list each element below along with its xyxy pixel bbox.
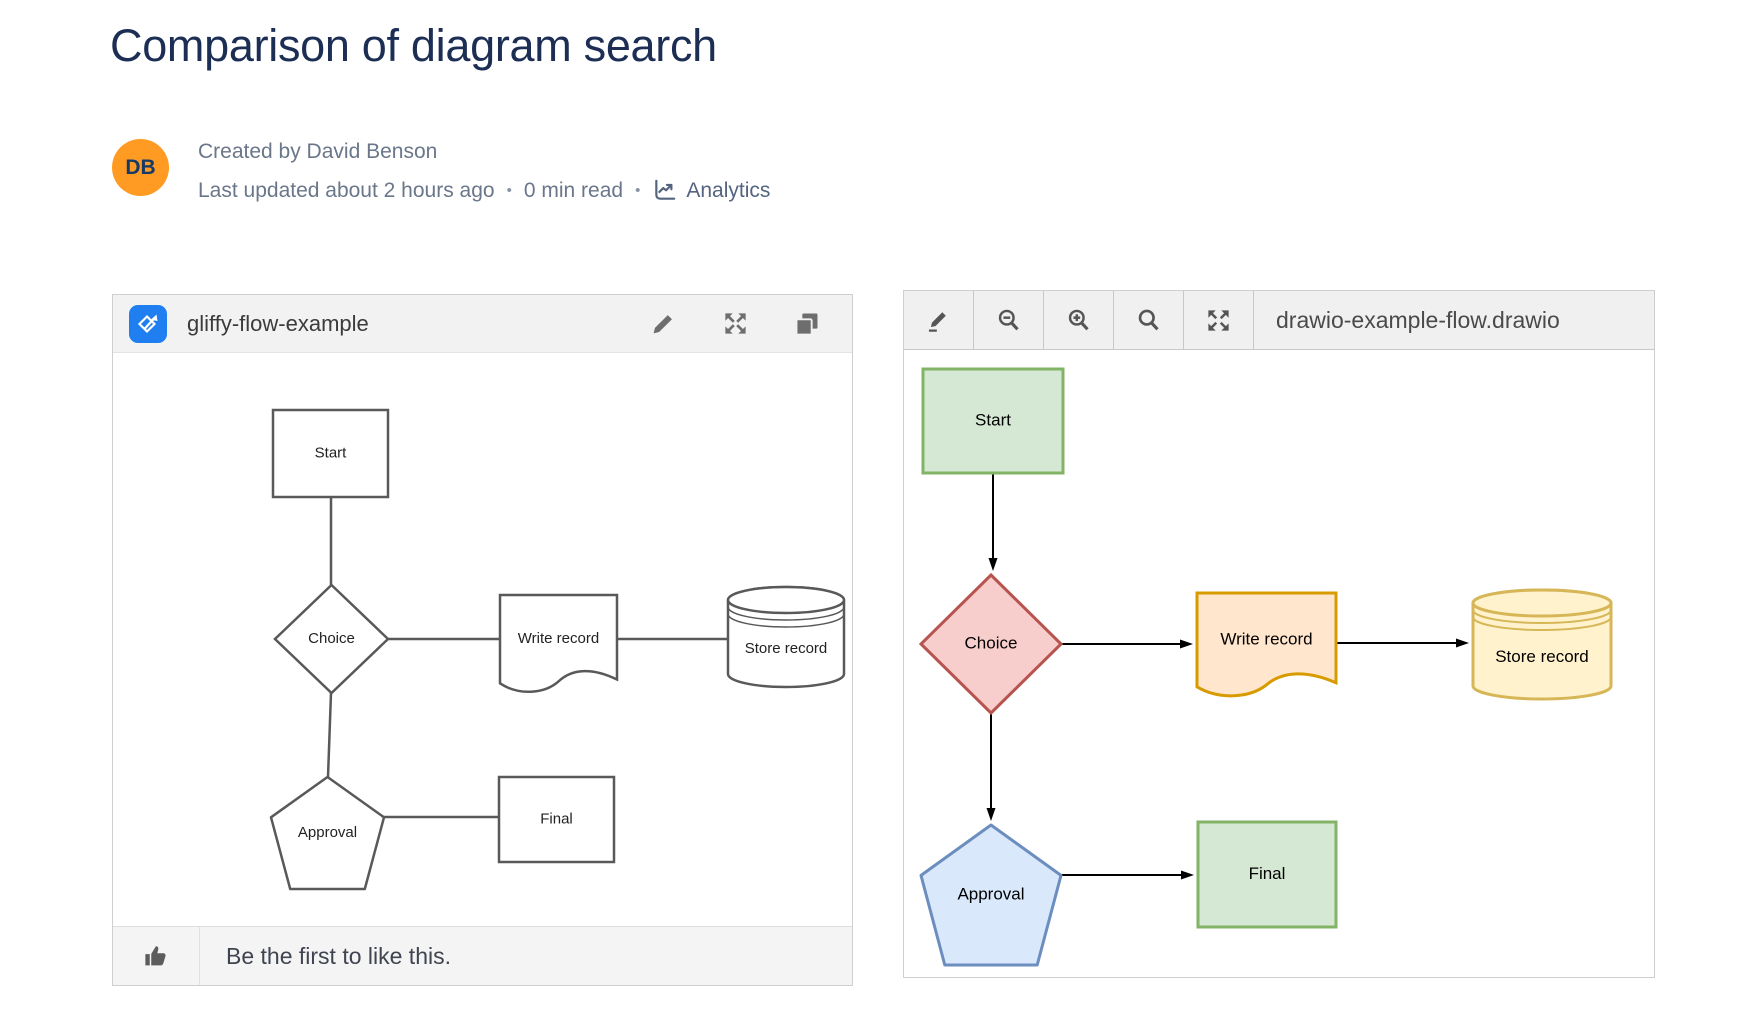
node-start [921, 367, 1065, 475]
gliffy-diagram-title: gliffy-flow-example [187, 310, 369, 336]
node-choice [273, 583, 390, 695]
edit-pencil-icon[interactable] [648, 309, 678, 339]
node-label: Start [315, 444, 348, 461]
read-time-text: 0 min read [523, 178, 624, 202]
node-label: Write record [518, 630, 599, 647]
node-label: Final [1249, 864, 1286, 883]
node-label: Approval [298, 824, 357, 841]
last-updated-text: Last updated about 2 hours ago [198, 178, 495, 202]
node-store-record [1471, 588, 1613, 618]
edge-line [326, 692, 333, 778]
node-label: Start [975, 410, 1011, 429]
drawio-toolbar: drawio-example-flow.drawio [904, 291, 1654, 350]
separator-dot: • [635, 181, 641, 199]
page-title: Comparison of diagram search [110, 20, 717, 71]
gliffy-header: gliffy-flow-example [113, 295, 852, 353]
thumbs-up-icon[interactable] [113, 927, 199, 985]
fullscreen-icon[interactable] [1184, 291, 1254, 349]
arrowhead [1180, 639, 1193, 649]
gliffy-logo-icon [129, 304, 167, 343]
node-final [497, 775, 616, 864]
arrowhead [1181, 870, 1194, 880]
node-label: Choice [308, 630, 355, 647]
cylinder-ring [727, 613, 845, 628]
node-final [1196, 820, 1338, 929]
node-write-record [498, 593, 619, 694]
copy-icon[interactable] [792, 309, 822, 339]
node-label: Write record [1220, 629, 1312, 648]
node-start [271, 408, 390, 499]
fullscreen-icon[interactable] [720, 309, 750, 339]
cylinder-ring [1472, 609, 1612, 624]
node-label: Approval [957, 884, 1024, 903]
node-approval [269, 775, 386, 891]
like-bar: Be the first to like this. [113, 926, 852, 985]
search-icon[interactable] [1114, 291, 1184, 349]
node-write-record [1195, 591, 1338, 698]
byline: DB Created by David Benson Last updated … [112, 139, 770, 203]
cylinder-ring [1472, 616, 1612, 631]
node-choice [918, 572, 1064, 716]
arrowhead [986, 808, 996, 821]
arrowhead [988, 558, 998, 571]
node-store-record [726, 585, 846, 615]
analytics-label: Analytics [686, 178, 771, 202]
node-label: Choice [965, 633, 1018, 652]
node-label: Final [540, 810, 573, 827]
node-approval [919, 823, 1063, 967]
edit-pencil-icon[interactable] [904, 291, 974, 349]
created-by-text: Created by David Benson [198, 140, 438, 163]
gliffy-macro-panel: gliffy-flow-example [112, 294, 853, 986]
zoom-out-icon[interactable] [974, 291, 1044, 349]
drawio-filename: drawio-example-flow.drawio [1276, 306, 1560, 333]
like-prompt-text: Be the first to like this. [226, 942, 451, 969]
analytics-link[interactable]: Analytics [652, 177, 770, 203]
divider [199, 927, 200, 985]
analytics-chart-icon [652, 177, 678, 203]
zoom-in-icon[interactable] [1044, 291, 1114, 349]
node-label: Store record [745, 640, 828, 657]
node-label: Store record [1495, 647, 1589, 666]
avatar[interactable]: DB [112, 139, 169, 196]
separator-dot: • [506, 181, 512, 199]
cylinder-ring [727, 606, 845, 621]
arrowhead [1456, 638, 1469, 648]
